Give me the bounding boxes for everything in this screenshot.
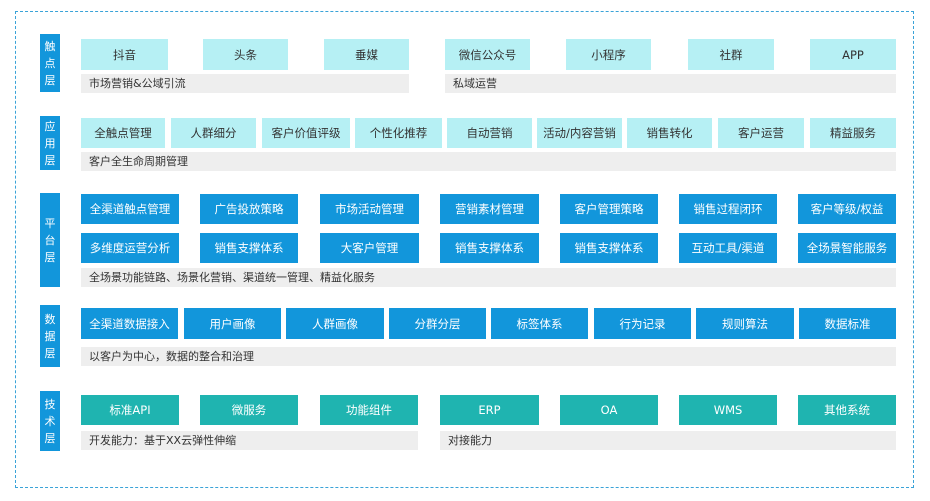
data-item: 数据标准 [799,308,896,339]
touch-item: 小程序 [566,39,651,70]
tech-item: ERP [440,395,539,425]
layer-label-application: 应 用 层 [40,116,60,170]
platform-item: 市场活动管理 [320,194,419,224]
layer-label-data: 数 据 层 [40,305,60,367]
platform-item: 互动工具/渠道 [679,233,777,263]
tech-item: 其他系统 [798,395,896,425]
platform-item: 销售支撑体系 [200,233,298,263]
data-item: 行为记录 [594,308,691,339]
tech-item: 标准API [81,395,179,425]
data-item: 规则算法 [696,308,794,339]
application-item: 销售转化 [627,118,712,148]
platform-item: 销售支撑体系 [440,233,539,263]
layer-label-touch: 触 点 层 [40,34,60,92]
tech-desc-left: 开发能力：基于XX云弹性伸缩 [81,431,418,450]
application-desc: 客户全生命周期管理 [81,152,896,171]
touch-item: 社群 [688,39,774,70]
platform-item: 全渠道触点管理 [81,194,179,224]
data-desc: 以客户为中心，数据的整合和治理 [81,347,896,366]
touch-desc-left: 市场营销&公域引流 [81,74,409,93]
tech-item: WMS [679,395,777,425]
touch-desc-right: 私域运营 [445,74,896,93]
platform-item: 营销素材管理 [440,194,539,224]
touch-item: 微信公众号 [445,39,530,70]
tech-item: 功能组件 [320,395,418,425]
data-item: 用户画像 [184,308,281,339]
touch-item: 头条 [203,39,288,70]
application-item: 全触点管理 [81,118,165,148]
tech-desc-right: 对接能力 [440,431,896,450]
touch-item: 垂媒 [324,39,409,70]
data-item: 标签体系 [491,308,588,339]
application-item: 精益服务 [810,118,896,148]
layer-label-tech: 技 术 层 [40,391,60,451]
application-item: 客户价值评级 [262,118,350,148]
platform-item: 客户管理策略 [560,194,658,224]
application-item: 客户运营 [718,118,804,148]
data-item: 人群画像 [286,308,384,339]
platform-item: 销售支撑体系 [560,233,658,263]
layer-label-platform: 平 台 层 [40,193,60,287]
tech-item: 微服务 [200,395,298,425]
platform-item: 客户等级/权益 [798,194,896,224]
touch-item: APP [810,39,896,70]
application-item: 活动/内容营销 [537,118,622,148]
platform-item: 大客户管理 [320,233,419,263]
platform-item: 多维度运营分析 [81,233,179,263]
platform-item: 全场景智能服务 [798,233,896,263]
platform-desc: 全场景功能链路、场景化营销、渠道统一管理、精益化服务 [81,268,896,287]
platform-item: 销售过程闭环 [679,194,777,224]
data-item: 全渠道数据接入 [81,308,178,339]
platform-item: 广告投放策略 [200,194,298,224]
application-item: 个性化推荐 [355,118,442,148]
application-item: 自动营销 [447,118,532,148]
tech-item: OA [560,395,658,425]
application-item: 人群细分 [171,118,256,148]
data-item: 分群分层 [389,308,486,339]
touch-item: 抖音 [81,39,168,70]
architecture-frame [15,11,914,488]
